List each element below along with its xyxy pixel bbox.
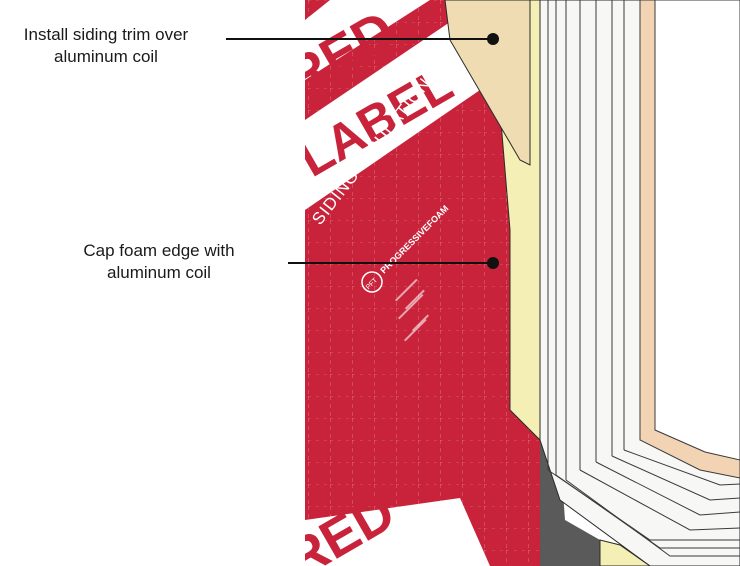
- callout-siding-trim-line1: Install siding trim over: [23, 25, 189, 44]
- label-band-bottom: [305, 498, 490, 566]
- leader-dot-trim: [487, 33, 499, 45]
- glass-pane: [654, 0, 740, 461]
- callout-cap-foam-line2: aluminum coil: [107, 263, 211, 282]
- callout-cap-foam: Cap foam edge with aluminum coil: [64, 240, 254, 284]
- logo-circle: [361, 271, 383, 293]
- callout-siding-trim: Install siding trim over aluminum coil: [0, 24, 212, 68]
- leader-dot-coil: [487, 257, 499, 269]
- frame-profile: [547, 0, 740, 557]
- callout-cap-foam-line1: Cap foam edge with: [83, 241, 235, 260]
- lower-trim: [599, 539, 651, 566]
- callout-siding-trim-line2: aluminum coil: [54, 47, 158, 66]
- label-band-top: [305, 22, 480, 210]
- siding-trim: [444, 0, 531, 166]
